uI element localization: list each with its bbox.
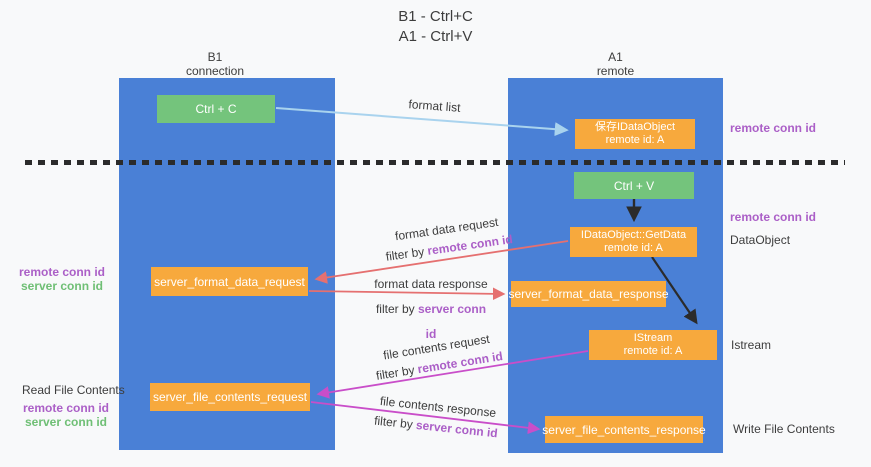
format-list-label: format list bbox=[408, 97, 461, 115]
title-line-2: A1 - Ctrl+V bbox=[398, 28, 473, 45]
remote-conn-id-left-1: remote conn id bbox=[18, 265, 105, 279]
server-conn-id-keyword: server conn id bbox=[415, 417, 499, 441]
remote-conn-id-annotation-mid: remote conn id bbox=[730, 210, 817, 224]
istream-line1: IStream bbox=[633, 332, 673, 344]
istream-node: IStream remote id: A bbox=[589, 330, 717, 360]
title-line-1: B1 - Ctrl+C bbox=[398, 8, 473, 25]
getdata-line1: IDataObject::GetData bbox=[580, 229, 687, 241]
save-dataobject-line1: 保存IDataObject bbox=[594, 121, 676, 133]
file-contents-response-label: file contents response filter by server … bbox=[366, 390, 507, 444]
format-data-response-filter: filter by server conn id bbox=[375, 302, 487, 341]
ctrl-v-label: Ctrl + V bbox=[613, 178, 655, 193]
server-file-contents-response-node: server_file_contents_response bbox=[542, 416, 706, 443]
ctrl-v-node: Ctrl + V bbox=[574, 172, 694, 199]
dataobject-annotation: DataObject bbox=[730, 233, 791, 247]
read-file-contents-annotation: Read File Contents bbox=[22, 383, 125, 397]
lane-header-b1: B1 connection bbox=[105, 50, 325, 78]
lane-a1-name: A1 bbox=[608, 50, 623, 64]
diagram-title: B1 - Ctrl+C A1 - Ctrl+V bbox=[0, 7, 871, 47]
server-format-data-request-node: server_format_data_request bbox=[151, 267, 308, 296]
remote-conn-id-left-2: remote conn id bbox=[22, 401, 109, 415]
server-file-contents-request-label: server_file_contents_request bbox=[152, 390, 308, 404]
save-dataobject-line2: remote id: A bbox=[605, 134, 665, 146]
remote-conn-id-annotation-top: remote conn id bbox=[730, 121, 817, 135]
format-data-response-label: format data response filter by server co… bbox=[370, 272, 492, 347]
server-file-contents-response-label: server_file_contents_response bbox=[542, 422, 706, 437]
ctrl-c-node: Ctrl + C bbox=[157, 95, 275, 123]
server-conn-id-left-2: server conn id bbox=[24, 415, 108, 429]
conn-id-annotation-left-1: remote conn id server conn id bbox=[14, 265, 110, 293]
getdata-node: IDataObject::GetData remote id: A bbox=[570, 227, 697, 257]
server-file-contents-request-node: server_file_contents_request bbox=[150, 383, 310, 411]
phase-separator-dashed-line bbox=[25, 160, 845, 165]
lane-b1-name: B1 bbox=[207, 50, 223, 64]
server-format-data-request-label: server_format_data_request bbox=[154, 274, 305, 289]
lane-b1-role: connection bbox=[185, 64, 245, 78]
server-format-data-response-label: server_format_data_response bbox=[508, 287, 669, 301]
istream-annotation: Istream bbox=[731, 338, 772, 352]
server-conn-id-keyword: server conn id bbox=[417, 302, 487, 341]
getdata-line2: remote id: A bbox=[604, 242, 663, 254]
server-conn-id-left-1: server conn id bbox=[20, 279, 104, 293]
istream-line2: remote id: A bbox=[623, 345, 683, 357]
format-data-request-label: format data request filter by remote con… bbox=[380, 211, 516, 267]
lane-header-a1: A1 remote bbox=[508, 50, 723, 78]
ctrl-c-label: Ctrl + C bbox=[195, 102, 237, 116]
write-file-contents-annotation: Write File Contents bbox=[733, 422, 835, 436]
lane-a1-role: remote bbox=[596, 64, 635, 78]
save-dataobject-node: 保存IDataObject remote id: A bbox=[575, 119, 695, 149]
format-data-response-text: format data response bbox=[374, 277, 488, 291]
conn-id-annotation-left-2: remote conn id server conn id bbox=[18, 401, 114, 429]
server-format-data-response-node: server_format_data_response bbox=[508, 281, 669, 307]
